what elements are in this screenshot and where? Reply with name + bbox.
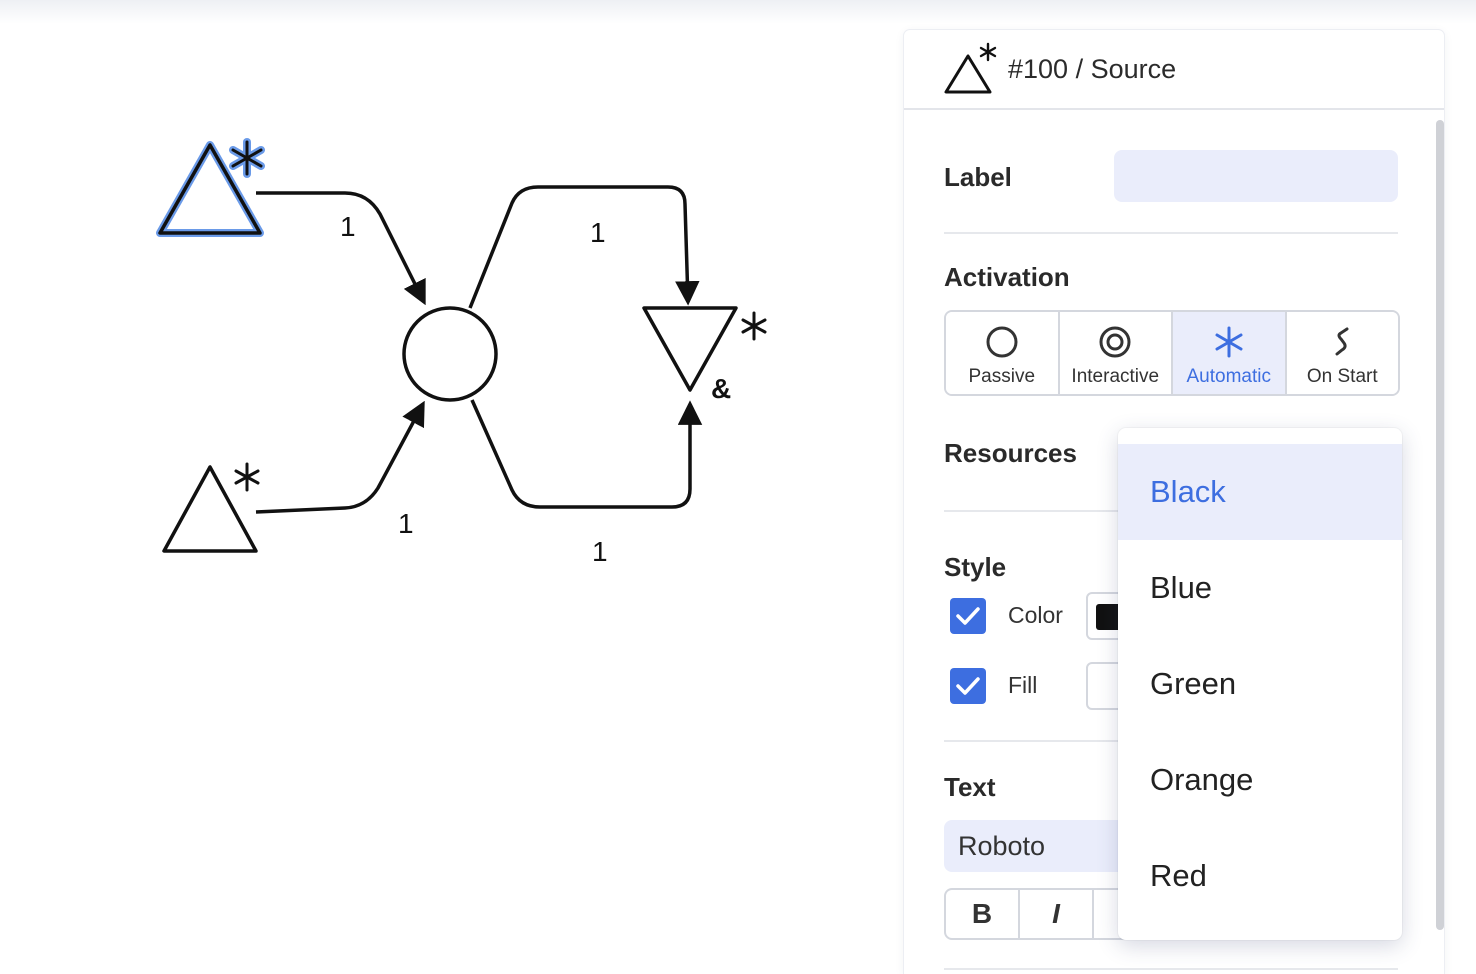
activation-label: Interactive — [1071, 366, 1160, 387]
divider — [944, 232, 1398, 234]
color-checkbox[interactable] — [950, 598, 986, 634]
color-label: Color — [1008, 602, 1063, 628]
italic-button[interactable]: I — [1020, 890, 1094, 938]
checkmark-icon — [956, 677, 980, 695]
style-section-title: Style — [944, 552, 1007, 582]
fill-checkbox[interactable] — [950, 668, 986, 704]
panel-header: #100 / Source — [904, 30, 1444, 110]
color-option-red[interactable]: Red — [1150, 858, 1207, 893]
activation-selector: Passive Interactive Automatic On — [944, 310, 1400, 396]
connection-pool-to-drain-top[interactable] — [468, 185, 700, 309]
panel-scrollbar[interactable] — [1436, 120, 1444, 930]
target-icon — [1099, 326, 1131, 358]
activation-label: On Start — [1306, 366, 1378, 387]
circle-icon — [986, 326, 1018, 358]
activation-automatic-button[interactable]: Automatic — [1173, 312, 1287, 394]
color-option-green[interactable]: Green — [1150, 666, 1237, 701]
bold-button[interactable]: B — [946, 890, 1020, 938]
color-option-black[interactable]: Black — [1118, 444, 1402, 540]
automatic-asterisk-icon — [741, 311, 767, 341]
edge-label: 1 — [340, 211, 356, 242]
label-input[interactable] — [1114, 150, 1398, 202]
checkmark-icon — [956, 607, 980, 625]
text-section-title: Text — [944, 772, 996, 802]
activation-section-title: Activation — [944, 262, 1070, 292]
label-section-title: Label — [944, 162, 1012, 192]
source-node-selected[interactable] — [156, 138, 265, 237]
edge-label: 1 — [592, 536, 608, 567]
diagram-canvas[interactable]: & 1 1 1 1 — [0, 0, 900, 974]
edge-label: 1 — [398, 508, 414, 539]
color-dropdown-menu: Black Blue Green Orange Red — [1118, 428, 1402, 940]
activation-passive-button[interactable]: Passive — [946, 312, 1060, 394]
activation-interactive-button[interactable]: Interactive — [1059, 312, 1173, 394]
asterisk-icon — [1215, 326, 1243, 358]
activation-label: Automatic — [1186, 366, 1271, 387]
edge-label: 1 — [590, 217, 606, 248]
color-option-blue[interactable]: Blue — [1150, 570, 1213, 605]
top-shade — [0, 0, 1476, 24]
connection-source2-to-pool[interactable] — [255, 400, 425, 514]
divider — [944, 968, 1398, 970]
resources-section-title: Resources — [944, 438, 1077, 468]
automatic-asterisk-icon — [234, 462, 260, 492]
source-node[interactable] — [162, 462, 260, 553]
s-curve-icon — [1335, 327, 1349, 356]
drain-node[interactable]: & — [642, 306, 767, 404]
pool-node[interactable] — [402, 306, 498, 402]
fill-label: Fill — [1008, 672, 1038, 698]
connection-pool-to-drain-bottom[interactable] — [470, 399, 703, 509]
activation-onstart-button[interactable]: On Start — [1286, 312, 1398, 394]
color-option-orange[interactable]: Orange — [1150, 762, 1254, 797]
activation-label: Passive — [968, 366, 1036, 387]
source-triangle-asterisk-icon — [944, 42, 997, 94]
all-condition-ampersand: & — [711, 373, 731, 404]
connection-source-to-pool[interactable] — [256, 191, 426, 306]
panel-title: #100 / Source — [1008, 54, 1177, 84]
automatic-asterisk-icon — [229, 138, 265, 178]
